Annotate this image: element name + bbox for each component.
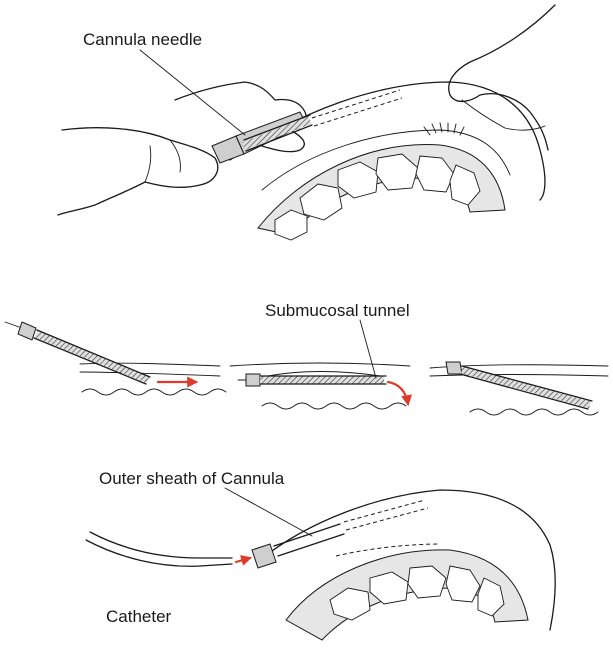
tunnel-step-1: [4, 321, 227, 396]
tunnel-leader: [359, 319, 377, 379]
cannula-needle: [211, 89, 403, 164]
scalp-outline: [229, 81, 546, 201]
label-submucosal-tunnel: Submucosal tunnel: [265, 301, 410, 320]
scalp-outline-bottom: [259, 489, 556, 631]
left-hand-fingers: [144, 139, 181, 183]
right-hand-fingers: [461, 99, 546, 131]
brain-gyri: [274, 153, 481, 241]
right-hand: [448, 4, 556, 151]
left-hand: [57, 127, 219, 216]
catheter-arrow: [234, 555, 253, 566]
outer-sheath-leader: [224, 487, 313, 537]
label-catheter: Catheter: [106, 607, 172, 626]
center-hand: [174, 81, 307, 153]
tunnel-step-2: [229, 362, 412, 410]
catheter-tube-outer: [89, 531, 233, 559]
hair-strands: [423, 122, 465, 136]
brain-gyri-bottom: [329, 565, 505, 621]
tunnel-step-3: [429, 361, 609, 416]
panel-bottom-catheter: Outer sheath of Cannula Catheter: [85, 469, 556, 641]
panel-middle-tunnel: Submucosal tunnel: [4, 301, 609, 416]
panel-top-insertion: Cannula needle: [57, 4, 556, 241]
label-outer-sheath: Outer sheath of Cannula: [99, 469, 285, 488]
cannula-needle-leader: [139, 49, 246, 136]
subgaleal-dashed: [335, 543, 441, 557]
outer-sheath: [251, 499, 429, 569]
label-cannula-needle: Cannula needle: [83, 30, 202, 49]
catheter-tube: [85, 539, 233, 567]
